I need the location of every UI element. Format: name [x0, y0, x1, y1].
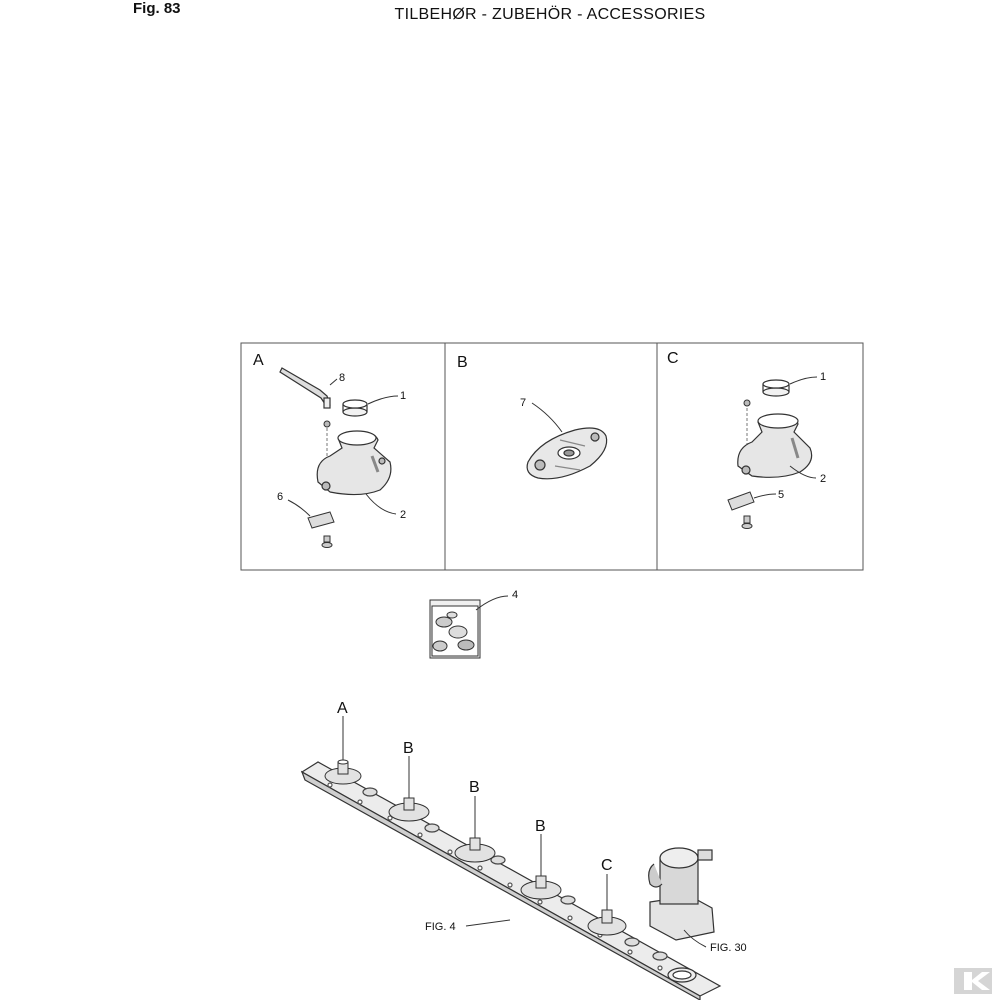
gearbox — [648, 847, 715, 941]
hex-key-part — [279, 367, 331, 409]
bar-disc-b2 — [454, 837, 496, 863]
bar-label-b2: B — [469, 779, 480, 796]
bar-disc-c — [587, 909, 627, 936]
disc-part — [526, 427, 608, 480]
parts-kit-bag — [429, 599, 481, 659]
blade-part — [307, 511, 335, 529]
cone-hub-part — [316, 430, 392, 496]
callout-a-6: 6 — [277, 491, 283, 503]
nut-part-c — [743, 399, 751, 407]
brand-logo — [954, 968, 992, 994]
callout-c-2: 2 — [820, 473, 826, 485]
ref-fig-30: FIG. 30 — [710, 942, 747, 954]
callout-a-2: 2 — [400, 509, 406, 521]
callout-c-1: 1 — [820, 371, 826, 383]
callout-a-8: 8 — [339, 372, 345, 384]
bar-disc-a — [324, 759, 362, 785]
callout-b-7: 7 — [520, 397, 526, 409]
bar-disc-b3 — [520, 875, 562, 900]
page-title: TILBEHØR - ZUBEHÖR - ACCESSORIES — [394, 6, 706, 23]
bar-label-a: A — [337, 700, 348, 717]
callout-c-5: 5 — [778, 489, 784, 501]
panel-c-letter: C — [667, 350, 679, 367]
callout-a-1: 1 — [400, 390, 406, 402]
bolt-part — [321, 535, 333, 548]
bar-label-c: C — [601, 857, 613, 874]
bar-label-b3: B — [535, 818, 546, 835]
blade-part-c — [727, 491, 755, 511]
ring-part — [342, 399, 368, 417]
bar-label-b1: B — [403, 740, 414, 757]
panel-b-letter: B — [457, 354, 468, 371]
nut-part — [323, 420, 331, 428]
cone-hub-part-c — [737, 413, 813, 478]
panel-a-letter: A — [253, 352, 264, 369]
panel-frame — [240, 342, 864, 571]
bolt-part-c — [741, 515, 753, 529]
ring-part-c — [762, 379, 790, 397]
bar-disc-b1 — [388, 797, 430, 822]
panel-b: B 7 — [457, 354, 608, 480]
panel-a: A 8 1 2 6 — [253, 352, 406, 548]
ref-fig-4: FIG. 4 — [425, 921, 456, 933]
figure-number: Fig. 83 — [133, 0, 181, 17]
panel-c: C 1 2 5 — [667, 350, 826, 529]
callout-kit-4: 4 — [512, 589, 518, 601]
